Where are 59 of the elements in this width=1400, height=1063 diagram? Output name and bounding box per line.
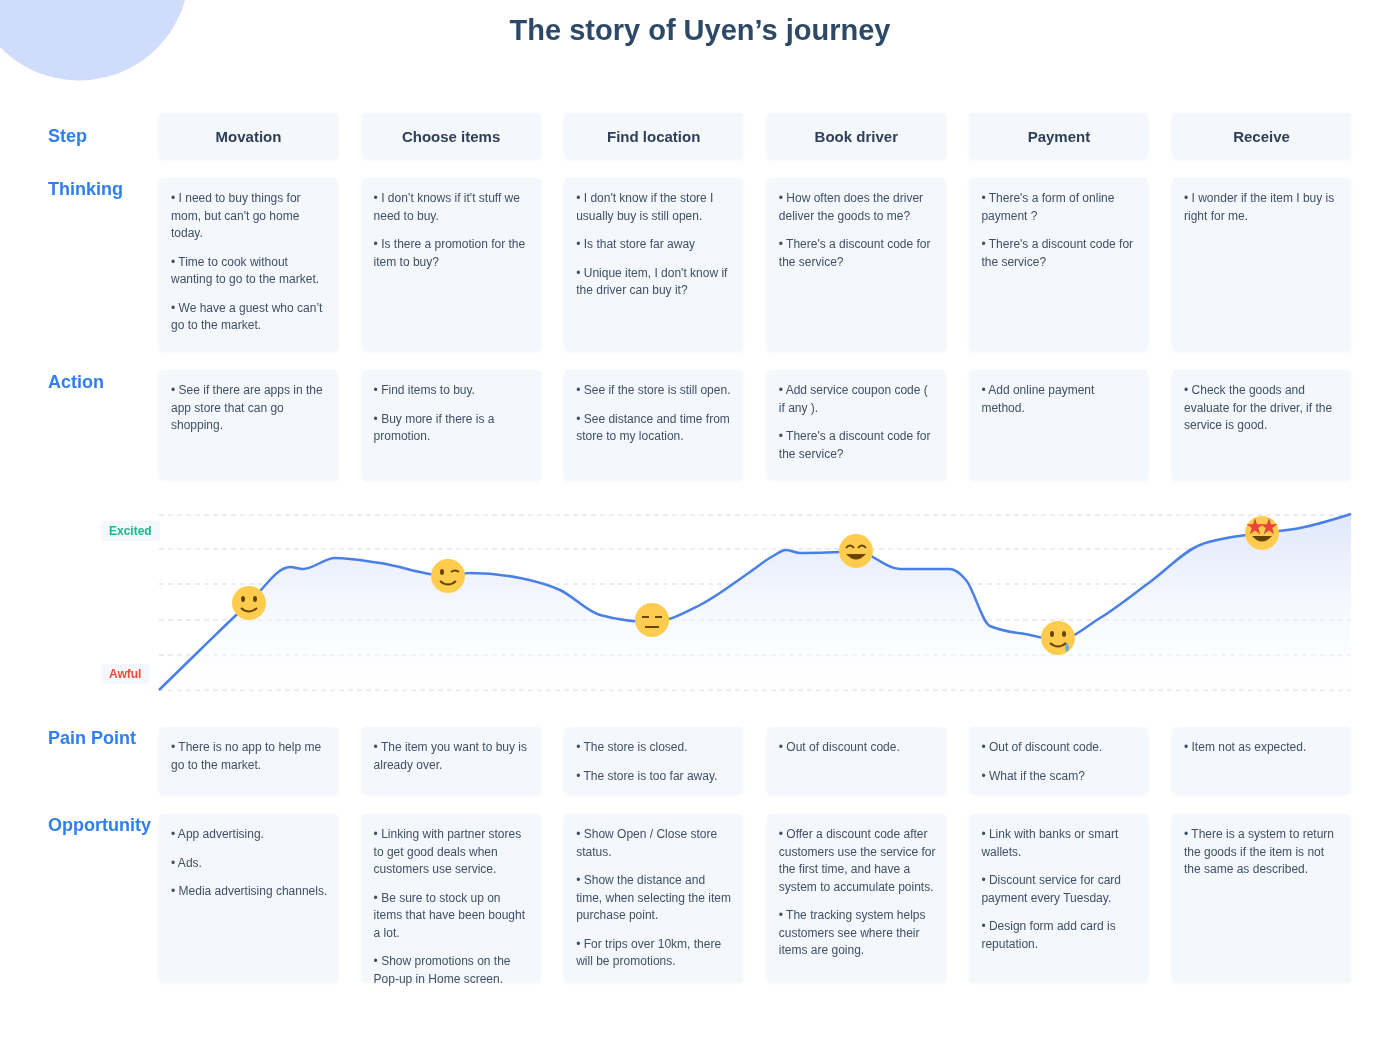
row-heading: Pain Point — [48, 728, 136, 749]
bullet-text: • App advertising. — [171, 826, 265, 843]
bullet-text: • Unique item, I don't know if the driver can buy it? — [576, 264, 729, 299]
bullet-text: • Out of discount code. — [981, 739, 1104, 756]
bullet-text: • Media advertising channels. — [171, 883, 328, 900]
bullet-text: • Ads. — [171, 854, 203, 872]
bullet-text: • See if there are apps in the app store that can go shopping. — [171, 382, 324, 434]
emotion-scale-label: Awful — [101, 664, 150, 684]
bullet-text: • Discount service for card payment every Tuesday. — [981, 872, 1122, 907]
step-title: Choose items — [401, 127, 501, 145]
bullet-text: • Is there a promotion for the item to buy? — [373, 236, 527, 271]
row-heading: Thinking — [48, 179, 123, 200]
step-title: Find location — [607, 127, 701, 145]
bullet-text: • Time to cook without wanting to go to the market. — [171, 253, 321, 288]
bullet-text: • Buy more if there is a promotion. — [373, 410, 496, 445]
bullet-text: • There's a form of online payment ? — [981, 190, 1116, 225]
bullet-text: • Design form add card is reputation. — [981, 918, 1117, 953]
bullet-text: • Show Open / Close store status. — [576, 826, 719, 861]
bullet-text: • There's a discount code for the service? — [981, 236, 1135, 271]
bullet-text: • The item you want to buy is already over. — [373, 739, 528, 774]
bullet-text: • I wonder if the item I buy is right for me. — [1184, 190, 1336, 225]
bullet-text: • Offer a discount code after customers use the service for the first time, and have a system to accumulate points. — [778, 826, 936, 896]
bullet-text: • Add online payment method. — [981, 382, 1096, 417]
step-title: Receive — [1233, 127, 1290, 145]
bullet-text: • Item not as expected. — [1184, 739, 1308, 756]
bullet-text: • See distance and time from store to my location. — [576, 410, 731, 445]
bullet-text: • What if the scam? — [981, 767, 1086, 785]
bullet-text: • Be sure to stock up on items that have been bought a lot. — [373, 889, 527, 942]
row-heading: Action — [48, 372, 104, 393]
step-title: Payment — [1027, 127, 1091, 145]
emotion-scale-label: Excited — [101, 521, 160, 541]
bullet-text: • The store is closed. — [576, 739, 689, 756]
bullet-text: • Out of discount code. — [778, 739, 901, 756]
bullet-text: • Show promotions on the Pop-up in Home screen. — [373, 953, 512, 988]
bullet-text: • I don't know if the store I usually buy is still open. — [576, 190, 715, 225]
bullet-text: • Add service coupon code ( if any ). — [778, 382, 929, 417]
bullet-text: • See if the store is still open. — [576, 382, 732, 399]
bullet-text: • Linking with partner stores to get good deals when customers use service. — [373, 826, 523, 878]
bullet-text: • How often does the driver deliver the goods to me? — [778, 190, 925, 225]
row-heading: Opportunity — [48, 815, 151, 836]
step-title: Book driver — [814, 127, 898, 145]
bullet-text: • The store is too far away. — [576, 767, 719, 785]
row-heading: Step — [48, 126, 87, 147]
bullet-text: • Link with banks or smart wallets. — [981, 826, 1120, 861]
bullet-text: • There's a discount code for the service? — [778, 236, 932, 271]
step-title: Movation — [215, 127, 282, 145]
bullet-text: • Show the distance and time, when selecting the item purchase point. — [576, 872, 732, 924]
bullet-text: • The tracking system helps customers see where their items are going. — [778, 907, 927, 959]
bullet-text: • I need to buy things for mom, but can't go home today. — [171, 190, 302, 242]
title: The story of Uyen’s journey — [508, 14, 892, 47]
bullet-text: • There's a discount code for the service? — [778, 428, 932, 463]
bullet-text: • Check the goods and evaluate for the driver, if the service is good. — [1184, 382, 1334, 434]
bullet-text: • For trips over 10km, there will be promotions. — [576, 935, 723, 970]
bullet-text: • We have a guest who can’t go to the market. — [171, 299, 324, 334]
bullet-text: • I don’t knows if it't stuff we need to buy. — [373, 190, 521, 225]
bullet-text: • There is no app to help me go to the market. — [171, 739, 323, 774]
bullet-text: • Find items to buy. — [373, 382, 476, 399]
bullet-text: • Is that store far away — [576, 236, 697, 253]
bullet-text: • There is a system to return the goods if the item is not the same as described. — [1184, 826, 1336, 878]
